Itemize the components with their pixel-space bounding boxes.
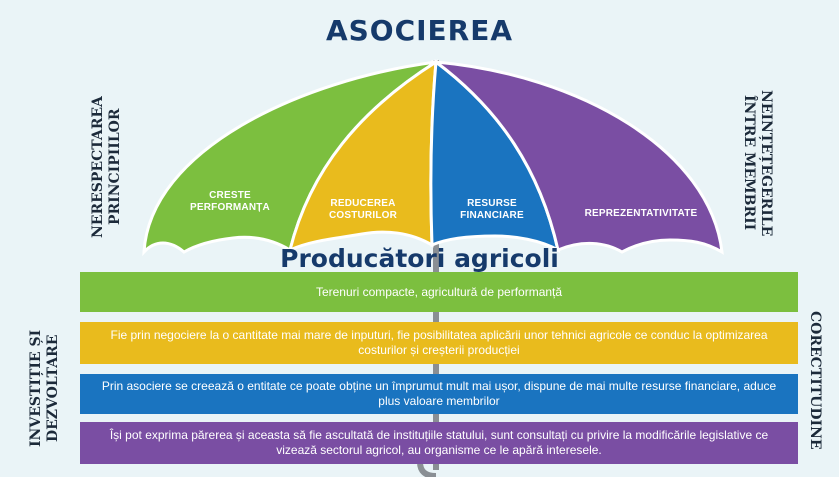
segment-label-representation: REPREZENTATIVITATE <box>584 208 698 219</box>
side-label-bottom-right: CORECTITUDINE <box>807 310 823 450</box>
segment-label-costs: REDUCEREA COSTURILOR <box>328 198 398 221</box>
segment-label-finance: RESURSE FINANCIARE <box>460 198 524 221</box>
subtitle-producers: Producători agricoli <box>280 244 559 273</box>
band-representation: Își pot exprima părerea și aceasta să fi… <box>80 422 798 464</box>
diagram-title: ASOCIEREA <box>325 14 514 47</box>
band-performance: Terenuri compacte, agricultură de perfor… <box>80 272 798 312</box>
segment-label-growth: CRESTE PERFORMANȚA <box>190 190 270 213</box>
umbrella-handle <box>417 461 437 477</box>
band-finance: Prin asociere se creează o entitate ce p… <box>80 374 798 414</box>
segment-representation <box>430 60 724 255</box>
band-costs: Fie prin negociere la o cantitate mai ma… <box>80 322 798 364</box>
